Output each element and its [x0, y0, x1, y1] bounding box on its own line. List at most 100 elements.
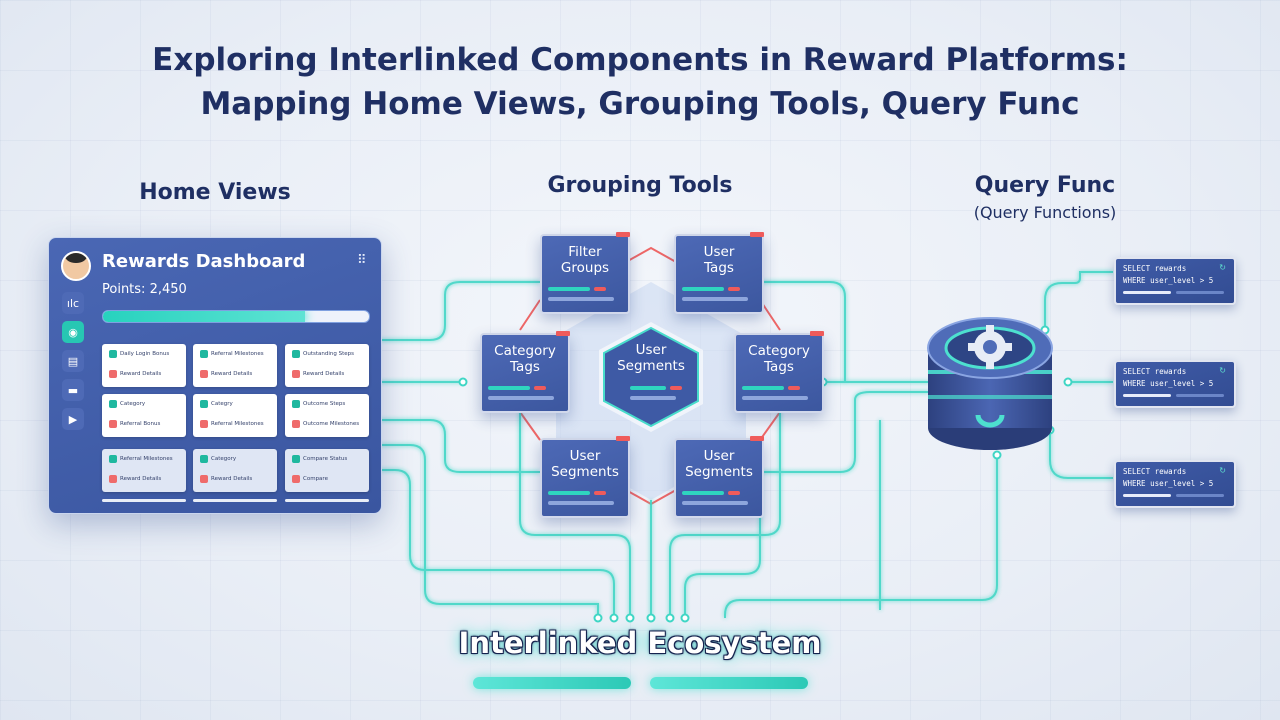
reward-tile[interactable]: Category Reward Details	[193, 449, 277, 492]
reward-tile[interactable]: Outstanding Steps Reward Details	[285, 344, 369, 387]
tile-detail-icon	[109, 420, 117, 428]
card-flag	[750, 436, 764, 441]
reward-tile[interactable]: Categry Referral Milestones	[193, 394, 277, 437]
database-gear-icon	[927, 317, 1053, 450]
card-label-line: User	[703, 448, 735, 464]
reward-tile[interactable]: Outcome Steps Outcome Milestones	[285, 394, 369, 437]
refresh-icon[interactable]: ↻	[1219, 263, 1226, 272]
group-card-filter-groups[interactable]: Filter Groups	[540, 232, 630, 314]
card-label: User Tags	[676, 244, 762, 276]
rewards-dashboard-panel: Rewards Dashboard ⠿ Points: 2,450 ılc ◉ …	[48, 237, 382, 514]
card-bar	[682, 287, 724, 291]
query-bar	[1123, 494, 1171, 497]
card-flag	[556, 331, 570, 336]
tile-detail: Reward Details	[120, 476, 162, 482]
card-bar	[594, 287, 606, 291]
tile-detail-icon	[200, 370, 208, 378]
title-line-2: Mapping Home Views, Grouping Tools, Quer…	[200, 86, 1080, 122]
tile-detail: Outcome Milestones	[303, 421, 360, 427]
query-box[interactable]: SELECT rewards WHERE user_level > 5 ↻	[1114, 460, 1236, 508]
query-line: SELECT rewards	[1123, 467, 1187, 476]
card-label: Category Tags	[482, 343, 568, 375]
sidebar-user-group-icon[interactable]: ılc	[62, 292, 84, 314]
reward-tile[interactable]: Referral Milestones Reward Details	[193, 344, 277, 387]
reward-tile[interactable]: Daily Login Bonus Reward Details	[102, 344, 186, 387]
refresh-icon[interactable]: ↻	[1219, 366, 1226, 375]
card-label-line: Tags	[704, 260, 734, 276]
card-bar	[788, 386, 800, 390]
center-hex-user-segments[interactable]	[596, 320, 706, 434]
tile-badge-icon	[292, 350, 300, 358]
query-bar	[1176, 291, 1224, 294]
tile-detail: Compare	[303, 476, 328, 482]
tile-title: Outcome Steps	[303, 401, 346, 407]
query-line: SELECT rewards	[1123, 264, 1187, 273]
card-label: User Segments	[676, 448, 762, 480]
group-card-user-segments-left[interactable]: User Segments	[540, 436, 630, 518]
tile-detail-icon	[200, 420, 208, 428]
points-progress-fill	[103, 311, 306, 322]
group-card-user-segments-right[interactable]: User Segments	[674, 436, 764, 518]
tile-detail-icon	[292, 420, 300, 428]
card-label: Filter Groups	[542, 244, 628, 276]
ecosystem-label: Interlinked Ecosystem	[458, 626, 822, 660]
card-label: User Segments	[542, 448, 628, 480]
ecosystem-bar-left	[473, 677, 631, 689]
query-box[interactable]: SELECT rewards WHERE user_level > 5 ↻	[1114, 360, 1236, 408]
card-label: Category Tags	[736, 343, 822, 375]
card-label-line: Tags	[764, 359, 794, 375]
card-bar	[742, 396, 808, 400]
tile-detail: Reward Details	[211, 371, 253, 377]
query-box[interactable]: SELECT rewards WHERE user_level > 5 ↻	[1114, 257, 1236, 305]
card-bar	[742, 386, 784, 390]
card-label-line: User	[569, 448, 601, 464]
hex-label-line: Segments	[617, 358, 685, 374]
tile-detail: Reward Details	[120, 371, 162, 377]
reward-tile[interactable]: Compare Status Compare	[285, 449, 369, 492]
reward-tile[interactable]: Referral Milestones Reward Details	[102, 449, 186, 492]
sidebar-person-icon[interactable]: ◉	[62, 321, 84, 343]
tile-detail: Referral Milestones	[211, 421, 264, 427]
avatar[interactable]	[61, 251, 91, 281]
card-label-line: Category	[748, 343, 810, 359]
card-label-line: Tags	[510, 359, 540, 375]
card-bar	[548, 297, 614, 301]
tile-title: Category	[211, 456, 237, 462]
group-card-category-tags-right[interactable]: Category Tags	[734, 331, 824, 413]
tile-title: Compare Status	[303, 456, 348, 462]
card-label-line: Segments	[551, 464, 619, 480]
card-bar	[682, 491, 724, 495]
tile-badge-icon	[200, 455, 208, 463]
card-bar	[548, 491, 590, 495]
sidebar-play-icon[interactable]: ▶	[62, 408, 84, 430]
query-bar	[1123, 291, 1171, 294]
sidebar-folder-icon[interactable]: ▬	[62, 379, 84, 401]
group-card-user-tags[interactable]: User Tags	[674, 232, 764, 314]
ecosystem-bar-right	[650, 677, 808, 689]
center-hex-label: User Segments	[596, 342, 706, 374]
section-grouping-tools: Grouping Tools	[547, 173, 733, 198]
tile-row-strip	[193, 499, 277, 502]
tile-row-strip	[285, 499, 369, 502]
tile-detail-icon	[292, 370, 300, 378]
tile-title: Outstanding Steps	[303, 351, 354, 357]
sidebar-calendar-icon[interactable]: ▤	[62, 350, 84, 372]
group-card-category-tags-left[interactable]: Category Tags	[480, 331, 570, 413]
card-label-line: Groups	[560, 260, 610, 276]
drag-handle-icon[interactable]: ⠿	[357, 253, 367, 268]
points-progress-bar	[102, 310, 370, 323]
query-bar	[1176, 394, 1224, 397]
title-line-1: Exploring Interlinked Components in Rewa…	[152, 42, 1128, 78]
refresh-icon[interactable]: ↻	[1219, 466, 1226, 475]
tile-badge-icon	[292, 455, 300, 463]
tile-detail-icon	[109, 475, 117, 483]
teal-wires	[380, 271, 1113, 618]
section-query-func: Query Func	[974, 173, 1116, 198]
reward-tile[interactable]: Category Referral Bonus	[102, 394, 186, 437]
tile-detail-icon	[109, 370, 117, 378]
query-bar	[1123, 394, 1171, 397]
card-bar	[728, 287, 740, 291]
tile-detail: Reward Details	[303, 371, 345, 377]
hex-label-line: User	[635, 342, 667, 358]
section-query-sub: (Query Functions)	[973, 203, 1117, 222]
